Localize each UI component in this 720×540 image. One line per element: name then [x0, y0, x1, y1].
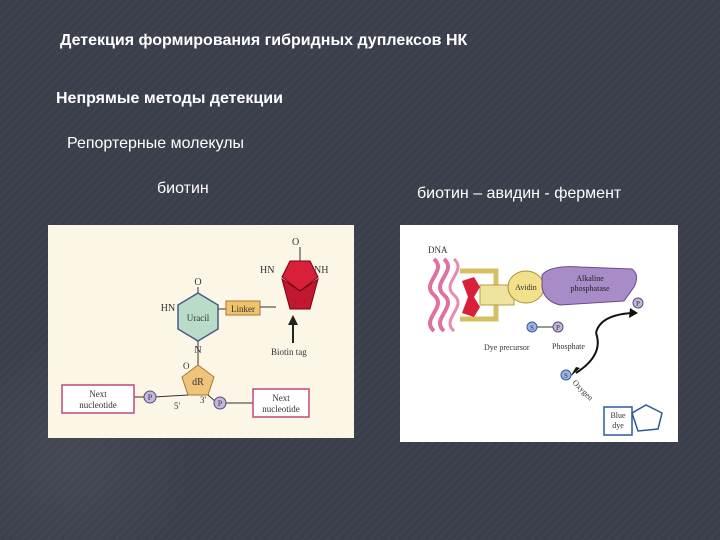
released-phosphate: [632, 297, 644, 309]
next-nucleotide-left-line2: nucleotide: [79, 400, 117, 410]
sugar-o-label: O: [183, 361, 190, 371]
linker-box: [225, 300, 261, 316]
avidin-label: Avidin: [515, 283, 537, 292]
dna-label: DNA: [428, 245, 448, 255]
enzyme-shape: [541, 266, 638, 306]
dye-precursor-label: Dye precursor: [484, 343, 530, 352]
biotin-nucleotide-svg: Uracil O HN N Linker O HN NH Biotin tag …: [61, 237, 328, 418]
phosphate-left-label: P: [148, 393, 153, 402]
blue-dye-box: [603, 406, 633, 436]
dye-precursor-s-label: S: [530, 324, 534, 332]
deoxyribose-pentagon: [181, 364, 215, 396]
blue-dye-pentagon: [631, 404, 663, 432]
released-phosphate-label: P: [636, 300, 640, 308]
biotin-tag-label: Biotin tag: [271, 347, 307, 357]
dye-precursor-p: [552, 321, 564, 333]
biotin-nh-label: NH: [314, 265, 328, 276]
biotin-avidin-enzyme-label: биотин – авидин - фермент: [417, 185, 622, 202]
product-s: [560, 369, 572, 381]
blue-dye-line1: Blue: [610, 411, 626, 420]
phosphate-right-label: P: [218, 399, 223, 408]
prime-5-label: 5': [174, 401, 181, 411]
enzyme-line1: Alkaline: [576, 274, 604, 283]
uracil-label: Uracil: [187, 313, 210, 323]
biotin-nucleotide-diagram: Uracil O HN N Linker O HN NH Biotin tag …: [48, 225, 354, 438]
reaction-arrow-up-head: [629, 308, 638, 318]
biotin-hn-label: HN: [260, 265, 274, 276]
reaction-arrow-up: [595, 312, 633, 334]
phosphate-label: Phosphate: [552, 342, 585, 351]
dna-helix-strand-a: [428, 257, 440, 333]
biotin-mark: [462, 277, 480, 317]
slide-title: Детекция формирования гибридных дуплексо…: [60, 32, 468, 49]
next-nucleotide-right-line2: nucleotide: [262, 404, 300, 414]
next-nucleotide-left-line1: Next: [89, 389, 107, 399]
uracil-o-label: O: [194, 277, 201, 288]
next-nucleotide-left-box: [61, 384, 135, 414]
linker-label: Linker: [231, 304, 255, 314]
reporter-heading: Репортерные молекулы: [67, 135, 245, 152]
biotin-tag-arrowhead: [288, 315, 298, 325]
blue-dye-line2: dye: [612, 421, 624, 430]
product-s-label: S: [564, 372, 568, 380]
biotin-avidin-enzyme-diagram: DNA Avidin Alkaline phosphatase P S P Dy…: [400, 225, 678, 442]
biotin-lower-ring: [281, 277, 319, 310]
dna-helix-strand-b: [438, 257, 450, 333]
dye-precursor-p-label: P: [556, 324, 560, 332]
dr-label: dR: [192, 377, 204, 388]
sugar-to-p-left-bond: [153, 394, 189, 398]
prime-3-label: 3': [200, 395, 207, 405]
dna-helix-strand-c: [448, 257, 460, 333]
next-nucleotide-right-line1: Next: [272, 393, 290, 403]
biotin-o-label: O: [292, 237, 299, 248]
slide-subtitle: Непрямые методы детекции: [56, 90, 283, 107]
next-nucleotide-right-box: [252, 388, 310, 418]
reaction-arrow-down: [575, 332, 599, 374]
uracil-hn-label: HN: [161, 303, 175, 314]
biotin-avidin-enzyme-svg: DNA Avidin Alkaline phosphatase P S P Dy…: [428, 245, 663, 436]
biotin-label: биотин: [157, 180, 209, 197]
enzyme-line2: phosphatase: [570, 284, 610, 293]
biotin-upper-ring: [281, 260, 319, 292]
oxygen-label: Oxygen: [571, 378, 595, 402]
reaction-arrow-down-head: [570, 367, 580, 377]
